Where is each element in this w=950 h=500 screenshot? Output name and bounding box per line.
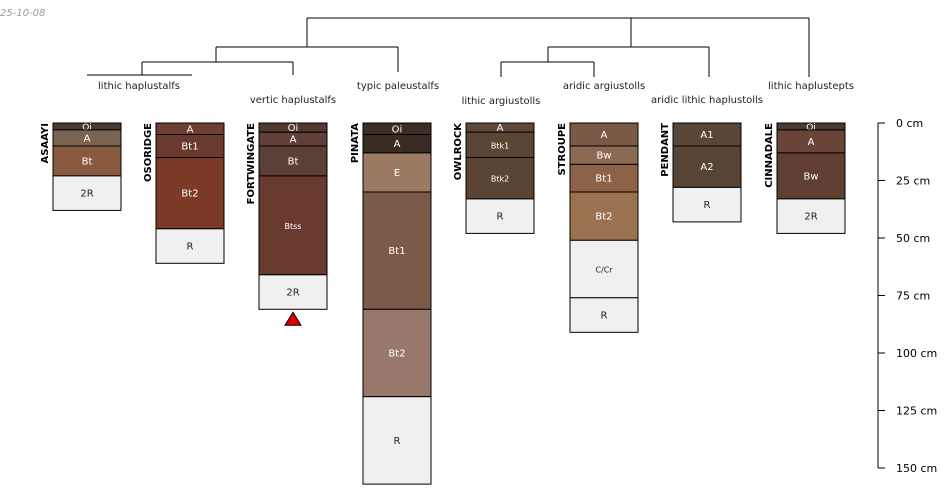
horizon-block: [465, 198, 535, 234]
depth-tick-label: 25 cm: [896, 175, 930, 188]
horizon-block: [155, 228, 225, 264]
horizon-block: [155, 157, 225, 230]
taxonomy-label: aridic argiustolls: [563, 81, 645, 92]
horizon-block: [362, 396, 432, 485]
profile-name: CINNADALE: [764, 123, 775, 188]
depth-tick-label: 0 cm: [896, 117, 923, 130]
horizon-label: Bt: [82, 156, 93, 167]
horizon-label: E: [394, 168, 400, 179]
horizon-label: A: [808, 137, 815, 148]
horizon-label: R: [394, 436, 401, 447]
depth-tick-label: 150 cm: [896, 462, 937, 475]
horizon-label: C/Cr: [595, 266, 613, 275]
horizon-label: Oi: [82, 123, 92, 133]
horizon-label: A: [187, 124, 194, 135]
horizon-block: [465, 131, 535, 158]
horizon-block: [776, 198, 846, 234]
horizon-label: R: [704, 200, 711, 211]
profile-name: PINATA: [350, 123, 361, 163]
horizon-label: Bw: [803, 171, 818, 182]
profile-name: STROUPE: [557, 123, 568, 176]
horizon-block: [569, 297, 639, 333]
depth-tick-label: 125 cm: [896, 405, 937, 418]
horizon-block: [52, 145, 122, 177]
horizon-block: [672, 145, 742, 188]
profile-name: FORTWINGATE: [246, 123, 257, 205]
taxonomy-label: vertic haplustalfs: [250, 95, 336, 106]
horizon-label: Btk2: [491, 175, 509, 184]
horizon-label: Bt2: [595, 212, 612, 223]
horizon-label: Btss: [285, 222, 302, 231]
depth-tick-label: 75 cm: [896, 290, 930, 303]
horizon-label: Bt: [288, 156, 299, 167]
taxonomy-label: aridic lithic haplustolls: [651, 95, 763, 106]
horizon-label: Oi: [392, 124, 403, 135]
horizon-label: Bt2: [388, 349, 405, 360]
horizon-label: Bt2: [181, 189, 198, 200]
horizon-label: 2R: [804, 212, 817, 223]
taxonomy-label: typic paleustalfs: [357, 81, 439, 92]
horizon-label: A: [497, 123, 504, 134]
horizon-label: Bt1: [181, 142, 198, 153]
horizon-label: Oi: [288, 123, 299, 134]
horizon-block: [569, 239, 639, 299]
horizon-block: [258, 175, 328, 276]
horizon-block: [258, 145, 328, 177]
horizon-label: R: [497, 212, 504, 223]
horizon-block: [362, 152, 432, 193]
horizon-block: [362, 191, 432, 310]
horizon-block: [52, 175, 122, 211]
horizon-label: A: [394, 139, 401, 150]
profile-name: OWLROCK: [453, 122, 464, 180]
taxonomy-label: lithic haplustalfs: [98, 81, 180, 92]
horizon-block: [258, 274, 328, 310]
horizon-block: [672, 186, 742, 223]
taxonomy-label: lithic haplustepts: [768, 81, 854, 92]
depth-tick-label: 50 cm: [896, 232, 930, 245]
horizon-label: Bt1: [388, 246, 405, 257]
horizon-label: A: [290, 135, 297, 146]
horizon-label: Bt1: [595, 174, 612, 185]
horizon-label: A2: [700, 162, 713, 173]
profile-name: ASAAYI: [40, 123, 51, 163]
horizon-label: Btk1: [491, 141, 509, 150]
horizon-label: R: [601, 311, 608, 322]
horizon-label: Oi: [806, 123, 816, 133]
date-stamp: 25-10-08: [0, 8, 46, 19]
horizon-block: [569, 191, 639, 241]
horizon-label: 2R: [286, 288, 299, 299]
truncation-marker: [284, 311, 302, 326]
horizon-label: R: [187, 242, 194, 253]
profile-name: OSORIDGE: [143, 123, 154, 182]
horizon-label: A1: [700, 130, 713, 141]
depth-tick-label: 100 cm: [896, 347, 937, 360]
profile-name: PENDANT: [660, 123, 671, 177]
horizon-label: 2R: [80, 189, 93, 200]
horizon-label: Bw: [596, 151, 611, 162]
horizon-label: A: [601, 130, 608, 141]
taxonomy-label: lithic argiustolls: [462, 96, 541, 107]
horizon-block: [362, 308, 432, 398]
horizon-label: A: [84, 133, 91, 144]
